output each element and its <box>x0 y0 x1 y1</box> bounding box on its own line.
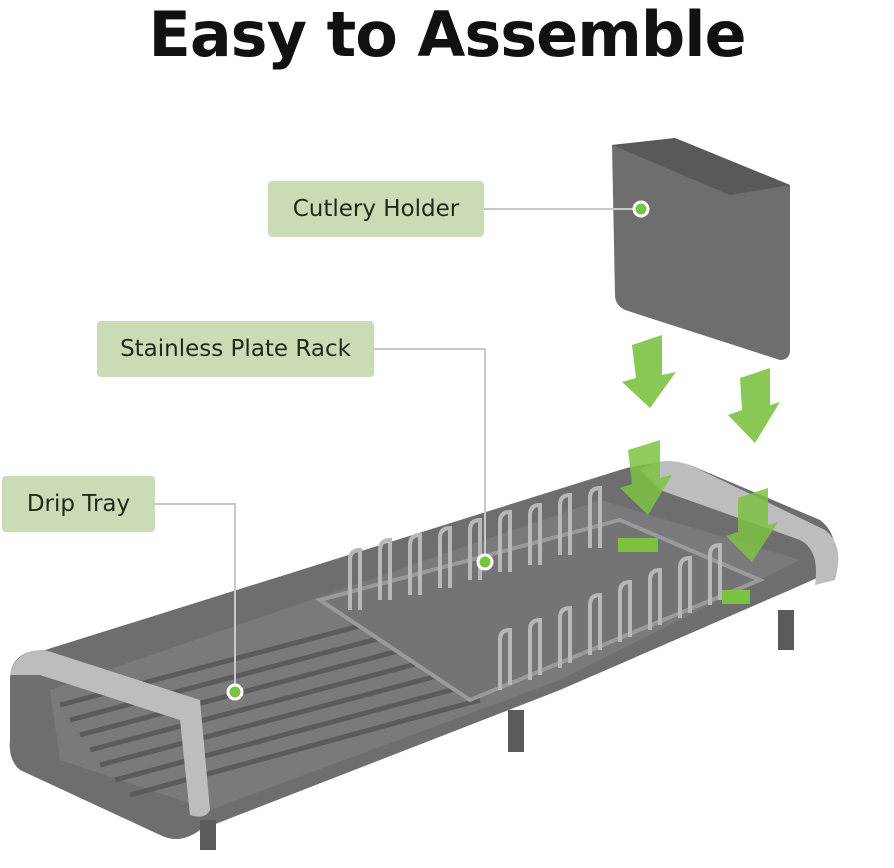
plate-rack <box>315 485 766 703</box>
arrow-icon <box>620 335 780 562</box>
label-drip-tray: Drip Tray <box>2 476 155 532</box>
leader-lines <box>155 208 641 692</box>
green-clip <box>618 538 658 552</box>
label-plate-rack: Stainless Plate Rack <box>97 321 374 377</box>
green-clip <box>722 590 750 604</box>
page-title: Easy to Assemble <box>148 0 746 71</box>
marker-dot <box>226 200 650 701</box>
label-cutlery-holder: Cutlery Holder <box>268 181 484 237</box>
cutlery-holder <box>612 138 790 360</box>
